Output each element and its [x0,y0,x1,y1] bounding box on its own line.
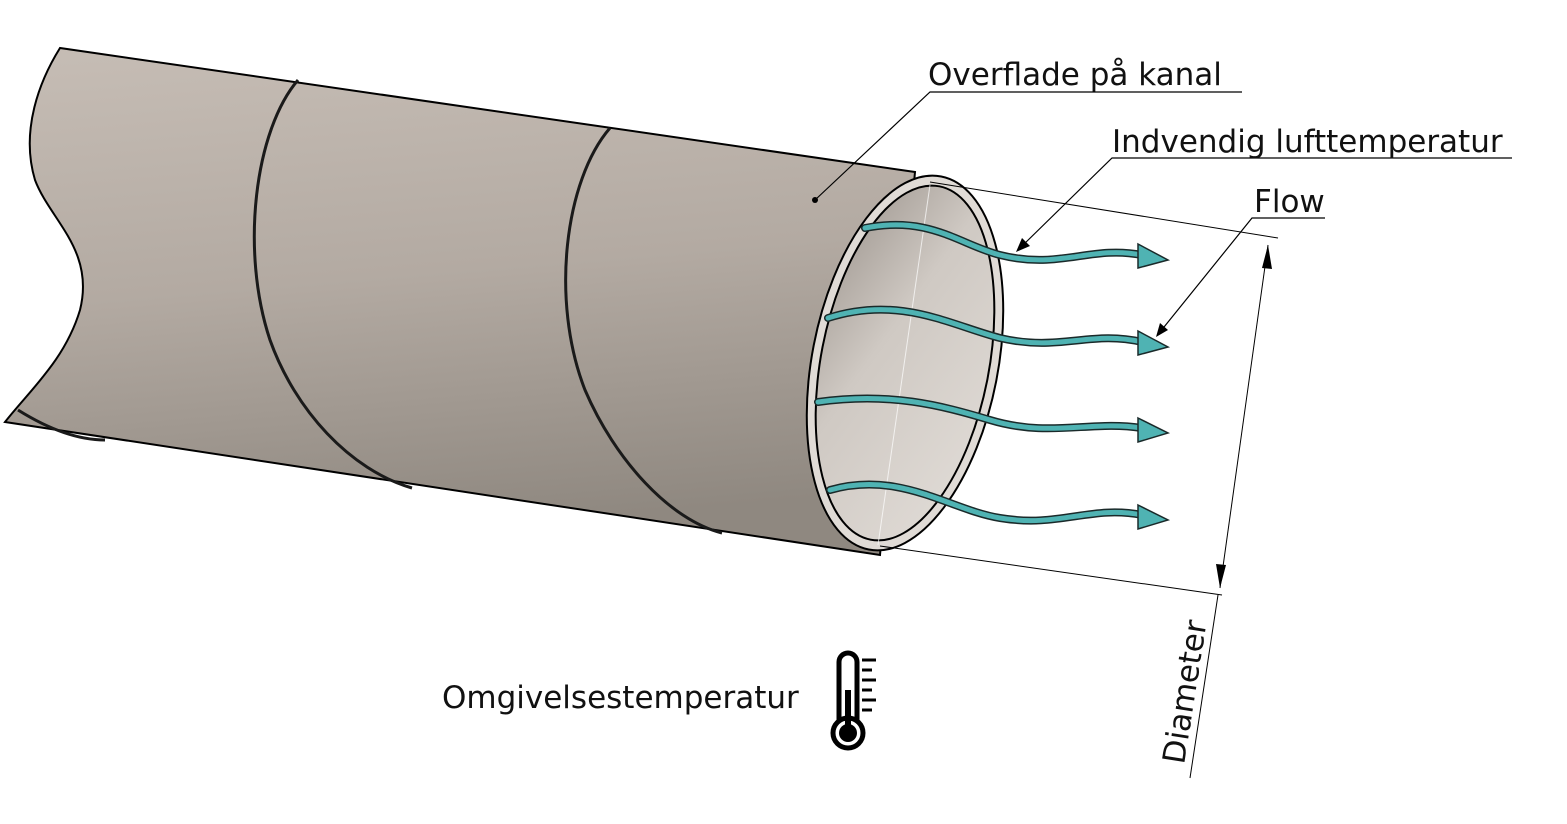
spiral-seam-2 [564,127,723,535]
flow-arrow-1 [861,220,1171,269]
inner-temp-label: Indvendig lufttemperatur [1112,124,1503,160]
flow-label: Flow [1254,184,1325,220]
flow-arrow-4 [826,480,1171,531]
inner-temp-callout: Indvendig lufttemperatur [1016,124,1512,252]
flow-arrow-2 [824,305,1171,356]
flow-arrows [814,220,1171,531]
ambient-temp-label: Omgivelsestemperatur [442,680,799,716]
spiral-seam-1 [252,79,413,490]
surface-label: Overflade på kanal [928,57,1222,93]
flow-callout: Flow [1156,184,1325,337]
duct-body [3,46,917,557]
thermometer-icon [830,650,876,751]
spiral-seam-3 [17,408,106,442]
surface-callout: Overflade på kanal [812,57,1242,203]
flow-arrow-3 [814,394,1171,444]
duct-opening [805,174,1005,552]
diameter-label: Diameter [1156,617,1214,766]
ambient-temp-callout: Omgivelsestemperatur [442,650,876,751]
